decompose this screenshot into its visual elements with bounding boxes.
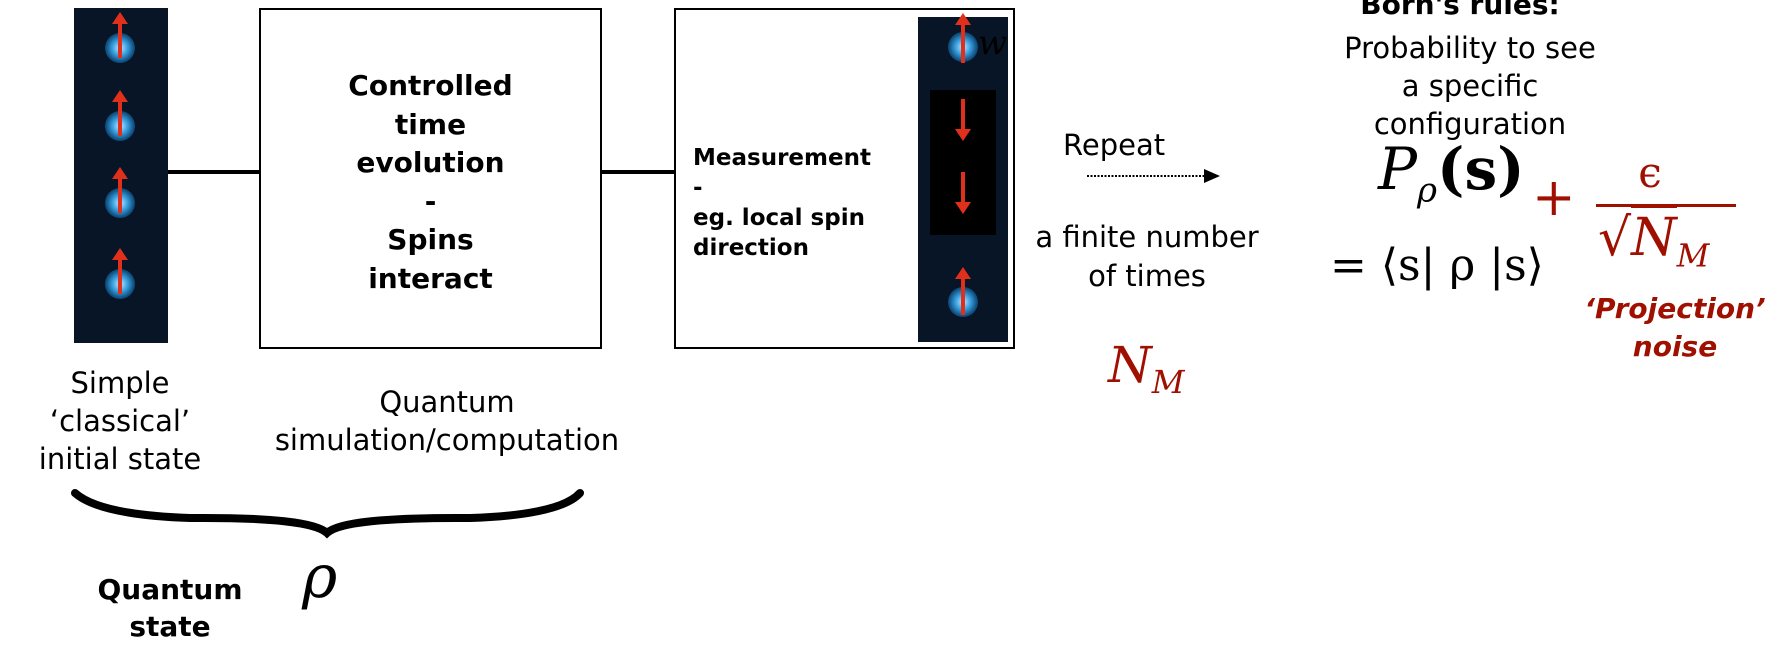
curly-brace (71, 489, 584, 539)
sqrt-n-m: √NM (1598, 205, 1710, 285)
finite-times-label: a finite number of times (1035, 220, 1259, 293)
spin-up-arrow (112, 248, 128, 294)
spin-up-arrow (112, 167, 128, 213)
born-rules-title: Born's rules: (1360, 0, 1560, 21)
s-argument: (s) (1437, 135, 1525, 203)
repeat-label: Repeat (1063, 128, 1166, 162)
expectation-formula: = ⟨s| ρ |s⟩ (1330, 240, 1544, 291)
rho-symbol: ρ (302, 542, 338, 612)
initial-state-label: Simple ‘classical’ initial state (38, 366, 202, 476)
measurement-text: Measurement - eg. local spin direction (693, 145, 871, 261)
time-evolution-text: Controlled time evolution - Spins intera… (348, 69, 513, 295)
p-symbol: P (1378, 135, 1418, 203)
spin-down-arrow (955, 172, 971, 214)
computation-label: Quantum simulation/computation (274, 385, 620, 457)
born-rules-description: Probability to see a specific configurat… (1344, 31, 1596, 141)
spin-up-arrow (112, 12, 128, 58)
spin-down-arrow (955, 99, 971, 141)
epsilon-symbol: ϵ (1638, 148, 1662, 197)
spin-up-arrow (955, 13, 971, 63)
quantum-state-label: Quantum state (97, 573, 243, 643)
repeat-arrow (1087, 169, 1220, 183)
connector-line-1 (168, 170, 260, 174)
plus-sign: + (1532, 168, 1576, 228)
probability-formula: Pρ(s) (1378, 136, 1525, 224)
sqrt-n-subscript: M (1676, 236, 1710, 275)
n-subscript: M (1151, 363, 1185, 401)
rho-subscript: ρ (1417, 170, 1438, 211)
connector-line-2 (601, 170, 675, 174)
fraction-line (1596, 204, 1736, 207)
measured-state-image: w (918, 13, 1008, 342)
time-evolution-box: Controlled time evolution - Spins intera… (259, 8, 602, 349)
projection-noise-label: ‘Projection’ noise (1584, 292, 1766, 363)
spin-up-arrow (955, 267, 971, 315)
n-symbol: N (1108, 336, 1152, 394)
initial-state-image (74, 8, 168, 343)
sqrt-n: N (1631, 205, 1677, 268)
n-m-symbol: NM (1108, 335, 1185, 412)
measurement-box: Measurement - eg. local spin direction w (674, 8, 1015, 349)
stray-glyph: w (978, 23, 1008, 63)
spin-up-arrow (112, 90, 128, 136)
sqrt-sign: √ (1598, 208, 1632, 268)
